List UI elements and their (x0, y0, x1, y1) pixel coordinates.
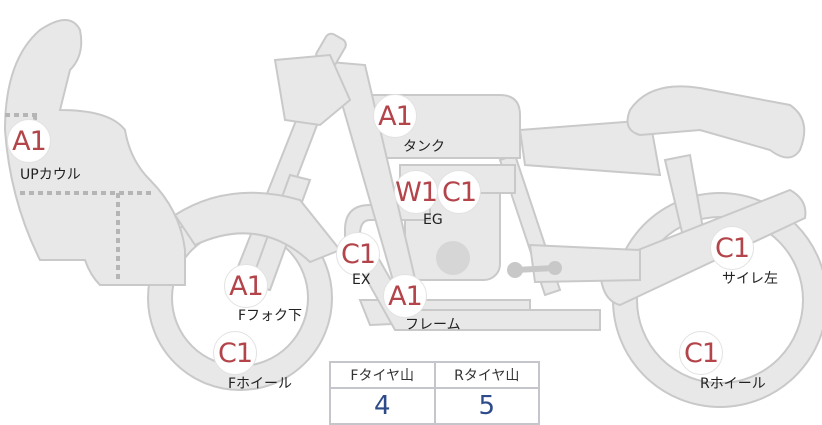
front-tire-header: Fタイヤ山 (329, 361, 436, 389)
grade-badge-front-fork: A1 (224, 264, 268, 308)
grade-badge-engine-w: W1 (394, 170, 438, 214)
grade-badge-exhaust: C1 (336, 232, 380, 276)
grade-badge-silencer-left: C1 (710, 226, 754, 270)
seat (626, 85, 806, 159)
label-engine: EG (423, 212, 443, 228)
grade-badge-engine-c: C1 (437, 170, 481, 214)
tire-tread-table: Fタイヤ山 Rタイヤ山 4 5 (329, 361, 540, 425)
muffler (598, 188, 807, 307)
label-frame: フレーム (405, 317, 461, 333)
label-silencer-left: サイレ左 (722, 271, 778, 287)
grade-badge-front-wheel: C1 (213, 331, 257, 375)
label-up-cowl: UPカウル (20, 167, 81, 183)
front-tire-value: 4 (329, 387, 436, 425)
grade-badge-frame: A1 (383, 274, 427, 318)
rear-tire-value: 5 (433, 387, 540, 425)
grade-badge-tank: A1 (373, 94, 417, 138)
grade-badge-up-cowl: A1 (7, 119, 51, 163)
label-rear-wheel: Rホイール (700, 376, 766, 392)
label-tank: タンク (403, 139, 445, 155)
grade-badge-rear-wheel: C1 (679, 331, 723, 375)
label-exhaust: EX (352, 272, 371, 288)
label-front-fork: Fフォク下 (238, 308, 303, 324)
upper-cowl (3, 19, 186, 286)
rear-tire-header: Rタイヤ山 (433, 361, 540, 389)
label-front-wheel: Fホイール (228, 376, 293, 392)
